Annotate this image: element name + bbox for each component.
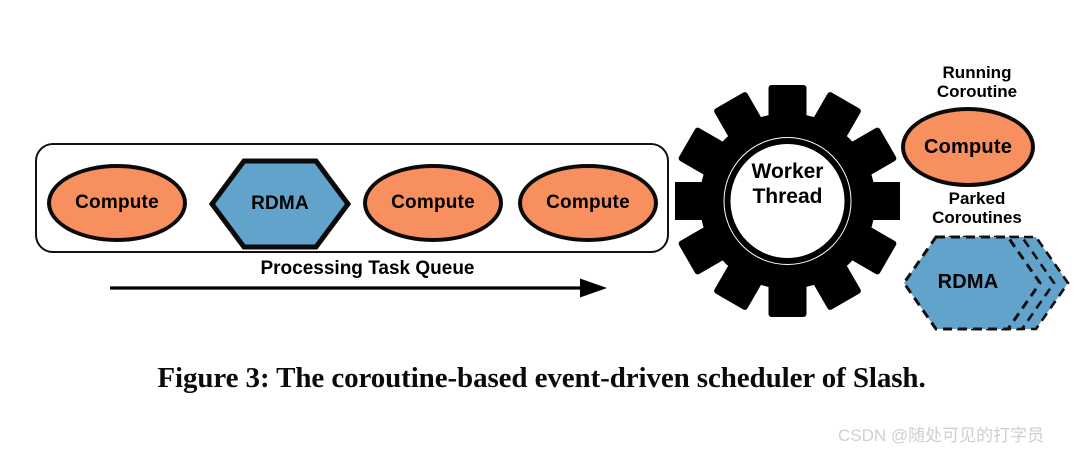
worker-thread-label: Worker Thread [715, 160, 860, 210]
hexagon-icon [208, 158, 352, 250]
processing-task-queue-label: Processing Task Queue [260, 258, 475, 279]
csdn-watermark: CSDN @随处可见的打字员 [838, 426, 1045, 445]
queue-direction-arrow [110, 278, 610, 307]
clipped-page-text: · · [0, 0, 1083, 2]
queue-item-label: Compute [546, 192, 630, 213]
running-coroutine-annotation: Running Coroutine [897, 63, 1057, 101]
worker-thread-gear[interactable] [675, 85, 900, 317]
queue-item-label: Compute [75, 192, 159, 213]
worker-thread-label-line1: Worker [751, 160, 824, 183]
queue-item-label: Compute [391, 192, 475, 213]
running-coroutine-label: Compute [923, 135, 1013, 158]
parked-annotation-line2: Coroutines [932, 208, 1022, 228]
queue-item-rdma-2[interactable]: RDMA [208, 158, 352, 250]
parked-coroutines-shape[interactable]: RDMA [900, 233, 1070, 331]
queue-item-compute-1[interactable]: Compute [47, 164, 187, 242]
figure-caption: Figure 3: The coroutine-based event-driv… [157, 362, 926, 394]
parked-annotation-line1: Parked [948, 189, 1006, 208]
hexagon-stack-icon [902, 235, 1070, 331]
queue-item-compute-3[interactable]: Compute [363, 164, 503, 242]
running-coroutine-shape[interactable]: Compute [901, 107, 1035, 187]
running-annotation-line2: Coroutine [936, 82, 1018, 102]
gear-icon [675, 85, 900, 317]
running-annotation-line1: Running [942, 63, 1012, 82]
queue-item-compute-4[interactable]: Compute [518, 164, 658, 242]
parked-coroutines-annotation: Parked Coroutines [893, 189, 1061, 227]
worker-thread-label-line2: Thread [752, 184, 823, 208]
